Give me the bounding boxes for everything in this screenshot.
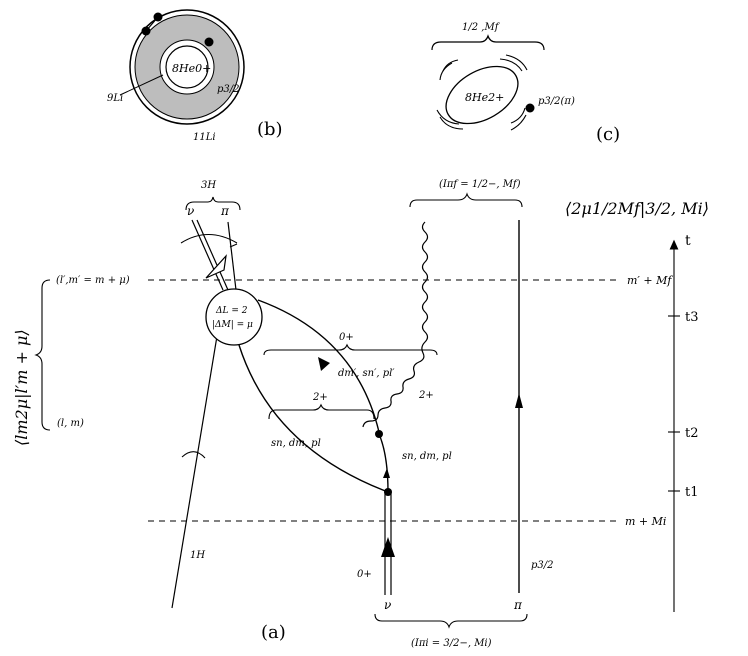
panel-b-label: (b) xyxy=(257,119,283,140)
pair-breakup-vertex xyxy=(384,488,392,496)
h3-spin-arc xyxy=(180,233,238,244)
valence-proton xyxy=(525,103,535,113)
h1-label: 1H xyxy=(190,550,205,561)
nu-bottom-label: ν xyxy=(384,598,391,612)
zero-plus-upper-brace xyxy=(263,343,438,356)
p32-orbital-label: p3/2 xyxy=(217,84,240,95)
rotation-arc-7 xyxy=(510,107,526,124)
rotation-arc-5 xyxy=(436,109,460,125)
initial-state-brace xyxy=(374,613,528,629)
panel-b-nucleus: 8He0+ p3/2 9Li 11Li (b) xyxy=(107,9,283,143)
h1-spin-arc xyxy=(181,451,206,459)
panel-c-brace-label: 1/2 ,Mf xyxy=(462,22,501,33)
dm-prime-arrow xyxy=(318,357,330,371)
final-state-label: (Iπf = 1/2−, Mf) xyxy=(439,179,521,190)
he8-deformed-core xyxy=(445,65,519,125)
initial-state-label: (Iπi = 3/2−, Mi) xyxy=(411,638,492,649)
h3-spin-arc-tick xyxy=(229,243,238,248)
two-plus-right-label: 2+ xyxy=(418,390,434,401)
t3-label: t3 xyxy=(685,310,699,325)
left-clebsch-gordan: ⟨lm2μ|l′m + μ⟩ xyxy=(12,329,31,446)
rotation-arc-2 xyxy=(439,62,453,81)
he8-excited-core-label: 8He2+ xyxy=(465,91,504,104)
zero-plus-upper-label: 0+ xyxy=(339,332,354,343)
m-mi-label: m + Mi xyxy=(625,515,666,528)
left-neutron-arc xyxy=(238,344,389,493)
nu-top-label: ν xyxy=(187,204,194,218)
panel-c-label: (c) xyxy=(596,124,620,145)
li11-label: 11Li xyxy=(193,132,216,143)
panel-a-label: (a) xyxy=(261,622,286,643)
core-neutron xyxy=(204,37,214,47)
panel-c-brace xyxy=(431,34,545,51)
li9-pointer-line xyxy=(119,74,164,96)
lprime-mprime-label: (l′,m′ = m + μ) xyxy=(56,275,130,286)
rotation-arc-4 xyxy=(505,54,528,71)
zero-plus-lower-label: 0+ xyxy=(357,569,372,580)
h3-label: 3H xyxy=(201,180,216,191)
final-state-brace xyxy=(409,192,523,208)
spectator-proton-arrow xyxy=(515,393,523,408)
h3-brace xyxy=(185,196,241,211)
t2-t1-neutron-line xyxy=(378,433,389,493)
h3-proton-line xyxy=(227,221,237,291)
time-axis-label: t xyxy=(685,233,691,249)
time-axis: t t3 t2 t1 xyxy=(668,233,699,612)
right-neutron-arc xyxy=(257,299,380,433)
proton-orbit-arc xyxy=(510,114,527,131)
dm-prime-label: dm′, sn′, pl′ xyxy=(338,368,395,379)
h3-outgoing-arrow xyxy=(205,254,227,279)
top-clebsch-gordan: ⟨2μ1/2Mf|3/2, Mi⟩ xyxy=(565,199,709,218)
he8-core-label: 8He0+ xyxy=(172,62,211,75)
transfer-vertex-circle xyxy=(205,288,263,346)
rotation-arc-6 xyxy=(439,116,464,130)
two-plus-left-label: 2+ xyxy=(312,392,328,403)
h3-neutron-line-a xyxy=(191,219,224,291)
li9-label: 9Li xyxy=(107,93,123,104)
gamma-wavy-line xyxy=(362,221,429,428)
h3-neutron-line-b xyxy=(196,219,229,291)
he8-core xyxy=(165,45,209,89)
vertex-delta-l: ΔL = 2 xyxy=(215,306,248,316)
incoming-pair-arrow xyxy=(381,537,395,557)
sn-dm-right-label: sn, dm, pl xyxy=(402,451,452,462)
pi-top-label: π xyxy=(220,204,230,218)
sn-dm-left-label: sn, dm, pl xyxy=(271,438,321,449)
pi-bottom-label: π xyxy=(513,598,523,612)
t2-label: t2 xyxy=(685,426,699,441)
p32-proton-label: p3/2 xyxy=(531,560,554,571)
neutron-pair-link xyxy=(145,16,159,32)
l-m-label: (l, m) xyxy=(57,418,84,429)
rotation-arc-3 xyxy=(499,58,523,72)
sn-right-arrow xyxy=(383,468,390,478)
left-cg-brace xyxy=(34,279,51,431)
rotation-arc-1 xyxy=(442,59,459,72)
p32-pi-label: p3/2(π) xyxy=(538,96,575,107)
mprime-mf-label: m′ + Mf xyxy=(627,274,673,287)
vertex-delta-m: |ΔM| = μ xyxy=(212,320,253,330)
two-plus-left-brace xyxy=(268,403,375,420)
t1-label: t1 xyxy=(685,485,699,500)
h1-incoming-line xyxy=(171,317,221,609)
panel-a-diagram: 3H ν π 1H ΔL = 2 |ΔM| = μ (l′,m′ = m + μ… xyxy=(12,179,709,649)
panel-c-nucleus: 1/2 ,Mf 8He2+ p3/2(π) (c) xyxy=(431,22,620,145)
